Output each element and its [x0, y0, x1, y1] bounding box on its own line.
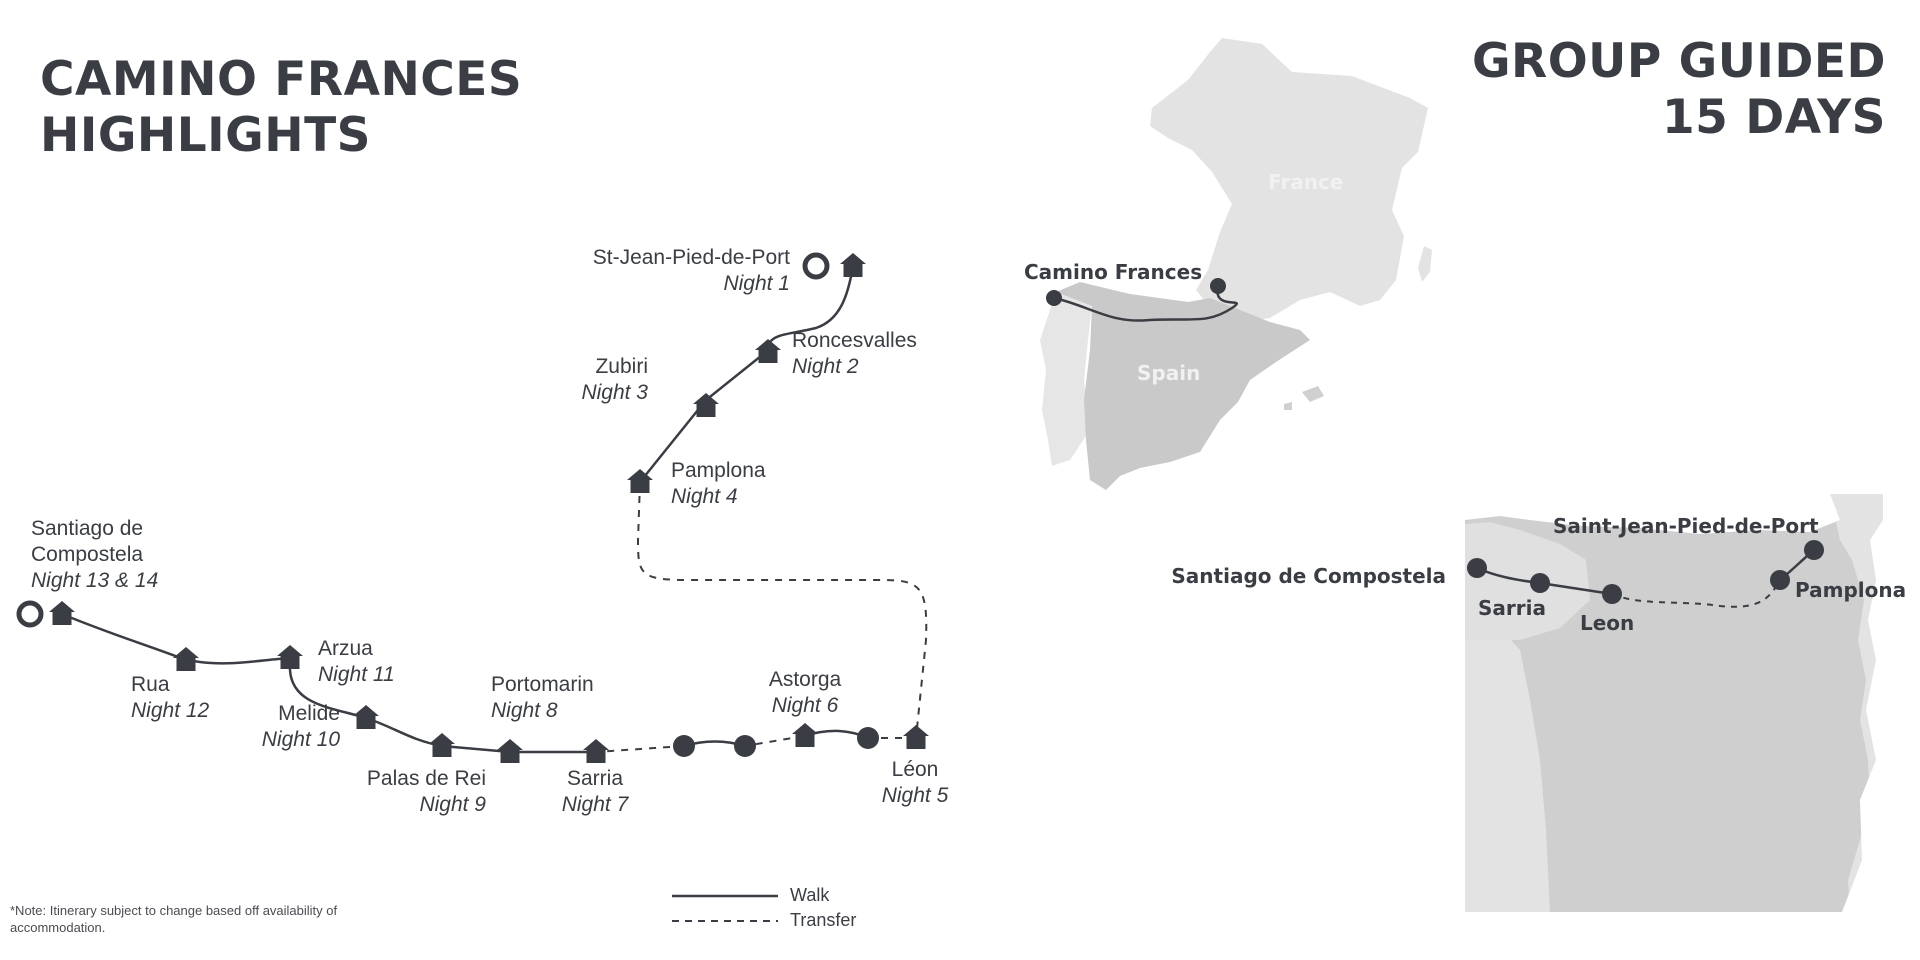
- stop-night: Night 5: [881, 784, 949, 807]
- legend-walk-label: Walk: [790, 885, 830, 905]
- detail-sarria-dot: [1530, 573, 1550, 593]
- page-title: CAMINO FRANCES HIGHLIGHTS: [40, 52, 522, 164]
- waypoint-dot: [673, 735, 695, 757]
- stop-night: Night 8: [491, 699, 558, 722]
- country-label-france: France: [1268, 170, 1344, 194]
- home-icon: [497, 739, 523, 763]
- overview-route-line: [1053, 285, 1239, 322]
- tour-title: GROUP GUIDED 15 DAYS: [1472, 34, 1886, 146]
- detail-transfer-line: [1611, 579, 1781, 608]
- stop-leon: Léon Night 5: [870, 757, 960, 809]
- detail-north-coast: [1465, 494, 1840, 534]
- stop-pamplona: Pamplona Night 4: [671, 458, 766, 510]
- home-icon: [755, 339, 781, 363]
- detail-label-sarria: Sarria: [1478, 596, 1546, 620]
- spain-shape: [1056, 282, 1310, 490]
- stop-name: Léon: [891, 758, 939, 781]
- overview-route-end-dot: [1210, 278, 1226, 294]
- detail-label-sjpp: Saint-Jean-Pied-de-Port: [1553, 514, 1819, 538]
- detail-east-coast: [1842, 494, 1883, 912]
- legend-transfer-label: Transfer: [790, 910, 857, 930]
- portugal-shape: [1040, 290, 1092, 466]
- corsica-shape: [1418, 246, 1432, 282]
- detail-label-pamplona: Pamplona: [1795, 578, 1907, 602]
- end-ring-icon: [16, 600, 44, 628]
- stop-name: Sarria: [566, 767, 624, 790]
- stop-night: Night 4: [671, 485, 738, 508]
- stop-name: Portomarin: [491, 673, 594, 696]
- country-label-spain: Spain: [1137, 361, 1201, 385]
- itinerary-route: [16, 252, 929, 763]
- overview-route-start-dot: [1046, 290, 1062, 306]
- stop-night: Night 12: [131, 699, 210, 722]
- home-icon: [49, 601, 75, 625]
- detail-leon-dot: [1602, 584, 1622, 604]
- stop-name: Astorga: [768, 668, 842, 691]
- stop-night: Night 13 & 14: [31, 569, 159, 592]
- stop-name-line-2: Compostela: [31, 543, 144, 566]
- stop-name: Melide: [278, 702, 340, 725]
- overview-map: [1040, 38, 1432, 490]
- stop-st-jean: St-Jean-Pied-de-Port Night 1: [593, 245, 790, 297]
- stop-night: Night 1: [723, 272, 790, 295]
- tour-line-1: GROUP GUIDED: [1471, 34, 1886, 89]
- stop-santiago: Santiago de Compostela Night 13 & 14: [31, 516, 158, 594]
- home-icon: [353, 705, 379, 729]
- stop-night: Night 11: [318, 663, 395, 686]
- stop-night: Night 10: [261, 728, 340, 751]
- stop-name: Pamplona: [671, 459, 766, 482]
- home-icon: [693, 393, 719, 417]
- detail-portugal-shape: [1465, 628, 1550, 912]
- stop-name: Santiago de: [31, 517, 144, 540]
- stop-name: Palas de Rei: [366, 767, 486, 790]
- stop-name: St-Jean-Pied-de-Port: [592, 246, 790, 269]
- stop-sarria: Sarria Night 7: [548, 766, 642, 818]
- stop-name: Zubiri: [595, 355, 648, 378]
- transfer-segment-astorga-sarria: [595, 745, 685, 753]
- detail-label-leon: Leon: [1580, 611, 1635, 635]
- title-line-1: CAMINO FRANCES: [40, 52, 523, 107]
- stop-palas-de-rei: Palas de Rei Night 9: [367, 766, 486, 818]
- start-ring-icon: [802, 252, 830, 280]
- stop-name: Rua: [131, 673, 170, 696]
- detail-map: [1465, 494, 1883, 912]
- stop-name: Arzua: [318, 637, 373, 660]
- itinerary-note: *Note: Itinerary subject to change based…: [10, 903, 338, 935]
- home-icon: [840, 253, 866, 277]
- stop-night: Night 2: [792, 355, 859, 378]
- detail-santiago-dot: [1467, 558, 1487, 578]
- stop-arzua: Arzua Night 11: [318, 636, 395, 688]
- detail-sjpp-dot: [1804, 540, 1824, 560]
- waypoint-dot: [857, 727, 879, 749]
- home-icon: [792, 723, 818, 747]
- stop-portomarin: Portomarin Night 8: [491, 672, 594, 724]
- title-line-2: HIGHLIGHTS: [40, 108, 371, 163]
- detail-label-santiago: Santiago de Compostela: [1171, 564, 1446, 588]
- stop-rua: Rua Night 12: [131, 672, 209, 724]
- stop-zubiri: Zubiri Night 3: [581, 354, 648, 406]
- home-icon: [173, 647, 199, 671]
- home-icon: [903, 725, 929, 749]
- transfer-segment-leon-astorga: [744, 735, 916, 747]
- waypoint-dot: [734, 735, 756, 757]
- stop-night: Night 6: [771, 694, 839, 717]
- home-icon: [583, 739, 609, 763]
- overview-route-label: Camino Frances: [1024, 260, 1203, 284]
- stop-roncesvalles: Roncesvalles Night 2: [792, 328, 917, 380]
- detail-pamplona-dot: [1770, 570, 1790, 590]
- stop-night: Night 3: [581, 381, 648, 404]
- tour-line-2: 15 DAYS: [1661, 90, 1886, 145]
- home-icon: [277, 645, 303, 669]
- stop-night: Night 7: [561, 793, 629, 816]
- stop-melide: Melide Night 10: [262, 701, 340, 753]
- balearic-shape: [1284, 386, 1324, 410]
- stop-astorga: Astorga Night 6: [755, 667, 855, 719]
- home-icon: [429, 733, 455, 757]
- france-shape: [1150, 38, 1428, 322]
- stop-name: Roncesvalles: [792, 329, 917, 352]
- transfer-segment-pamplona-leon: [636, 481, 928, 739]
- stop-night: Night 9: [419, 793, 486, 816]
